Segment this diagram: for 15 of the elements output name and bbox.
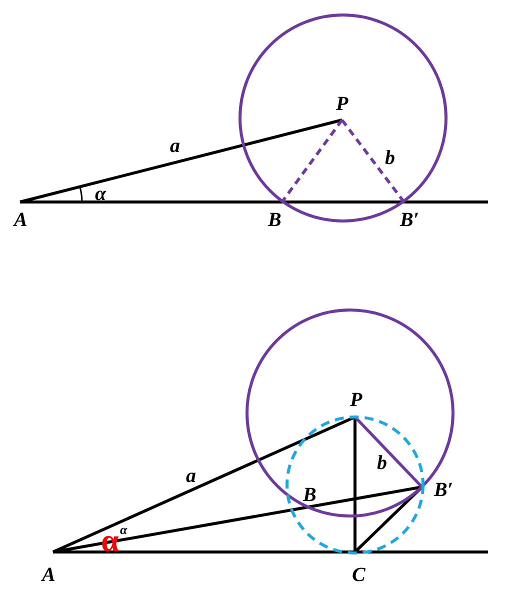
point-label: P [350, 390, 362, 410]
point-label: b [377, 453, 387, 473]
point-label: B [303, 485, 316, 505]
point-label: B′ [400, 210, 419, 230]
point-label: a [186, 466, 196, 486]
point-label: b [385, 148, 395, 168]
point-label: P [336, 94, 348, 114]
point-label: A [14, 210, 28, 230]
point-label: B [268, 210, 282, 230]
point-label: A [42, 565, 56, 585]
point-label: C [352, 565, 366, 585]
point-label: α [120, 523, 128, 536]
point-label: a [170, 136, 180, 156]
point-label: B′ [434, 480, 453, 500]
point-label: α [95, 184, 106, 204]
